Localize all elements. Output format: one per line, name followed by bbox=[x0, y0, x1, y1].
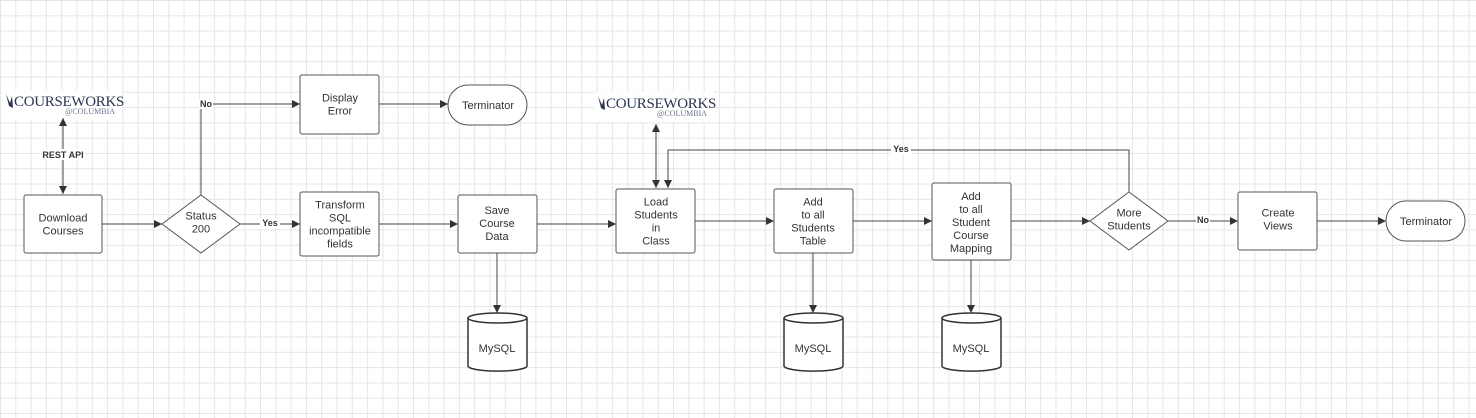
courseworks-logo-1: COURSEWORKS @COLUMBIA bbox=[2, 90, 124, 120]
logo-crown-icon bbox=[598, 96, 605, 110]
node-text-line: Data bbox=[485, 231, 509, 243]
node-text-line: SQL bbox=[329, 213, 351, 225]
node-text: MySQL bbox=[953, 343, 990, 355]
edge-label-yes: Yes bbox=[262, 218, 278, 228]
logo-crown-icon bbox=[6, 94, 13, 108]
node-text-line: Students bbox=[791, 223, 835, 235]
node-text-line: Courses bbox=[43, 226, 84, 238]
node-text: Terminator bbox=[462, 100, 514, 112]
node-text-line: Views bbox=[1263, 221, 1293, 233]
node-text-line: Create bbox=[1261, 208, 1294, 220]
edge-status-yes-transform: Yes bbox=[240, 218, 300, 228]
node-text-line: Terminator bbox=[462, 100, 514, 112]
edge-label-yes: Yes bbox=[893, 144, 909, 154]
node-text-line: Save bbox=[484, 205, 509, 217]
node-text-line: Load bbox=[644, 197, 668, 209]
database-mysql-1: MySQL bbox=[467, 312, 528, 372]
node-text-line: MySQL bbox=[953, 343, 990, 355]
node-text-line: Error bbox=[328, 106, 353, 118]
node-text-line: Display bbox=[322, 93, 359, 105]
logo-main-text: COURSEWORKS bbox=[14, 94, 124, 110]
node-text-line: MySQL bbox=[479, 343, 516, 355]
node-text-line: Students bbox=[634, 210, 678, 222]
node-text-line: Table bbox=[800, 236, 826, 248]
node-text-line: incompatible bbox=[309, 226, 371, 238]
node-terminator-1: Terminator bbox=[447, 84, 528, 126]
node-text: MySQL bbox=[795, 343, 832, 355]
node-text-line: Course bbox=[479, 218, 514, 230]
logo-sub-text: @COLUMBIA bbox=[657, 109, 707, 118]
node-text-line: Mapping bbox=[950, 243, 992, 255]
node-text-line: Terminator bbox=[1400, 216, 1452, 228]
edge-label-no: No bbox=[200, 99, 212, 109]
node-text-line: More bbox=[1116, 208, 1141, 220]
node-text-line: Add bbox=[961, 191, 981, 203]
node-text-line: Transform bbox=[315, 200, 365, 212]
node-text-line: Course bbox=[953, 230, 988, 242]
node-text-line: 200 bbox=[192, 224, 210, 236]
node-terminator-2: Terminator bbox=[1385, 200, 1466, 242]
edge-status-no-display-error: No bbox=[199, 99, 300, 195]
node-text-line: Students bbox=[1107, 221, 1151, 233]
node-text: MySQL bbox=[479, 343, 516, 355]
node-text-line: fields bbox=[327, 239, 353, 251]
node-text: Terminator bbox=[1400, 216, 1452, 228]
edge-label-no: No bbox=[1197, 215, 1209, 225]
node-text-line: Status bbox=[185, 211, 217, 223]
database-mysql-3: MySQL bbox=[941, 312, 1002, 372]
edge-label-rest-api: REST API bbox=[42, 150, 83, 160]
logo-main-text: COURSEWORKS bbox=[606, 96, 716, 112]
logo-sub-text: @COLUMBIA bbox=[65, 107, 115, 116]
database-mysql-2: MySQL bbox=[783, 312, 844, 372]
edge-logo-download: REST API bbox=[42, 118, 84, 194]
edge-more-no-create-views: No bbox=[1168, 215, 1238, 225]
node-text-line: to all bbox=[959, 204, 982, 216]
courseworks-logo-2: COURSEWORKS @COLUMBIA bbox=[594, 92, 716, 122]
node-text-line: to all bbox=[801, 210, 824, 222]
edge-more-yes-load: Yes bbox=[664, 144, 1130, 192]
node-text-line: Download bbox=[39, 213, 88, 225]
node-text-line: Student bbox=[952, 217, 990, 229]
node-text-line: Add bbox=[803, 197, 823, 209]
node-text-line: MySQL bbox=[795, 343, 832, 355]
node-text-line: in bbox=[652, 223, 661, 235]
node-text-line: Class bbox=[642, 236, 670, 248]
